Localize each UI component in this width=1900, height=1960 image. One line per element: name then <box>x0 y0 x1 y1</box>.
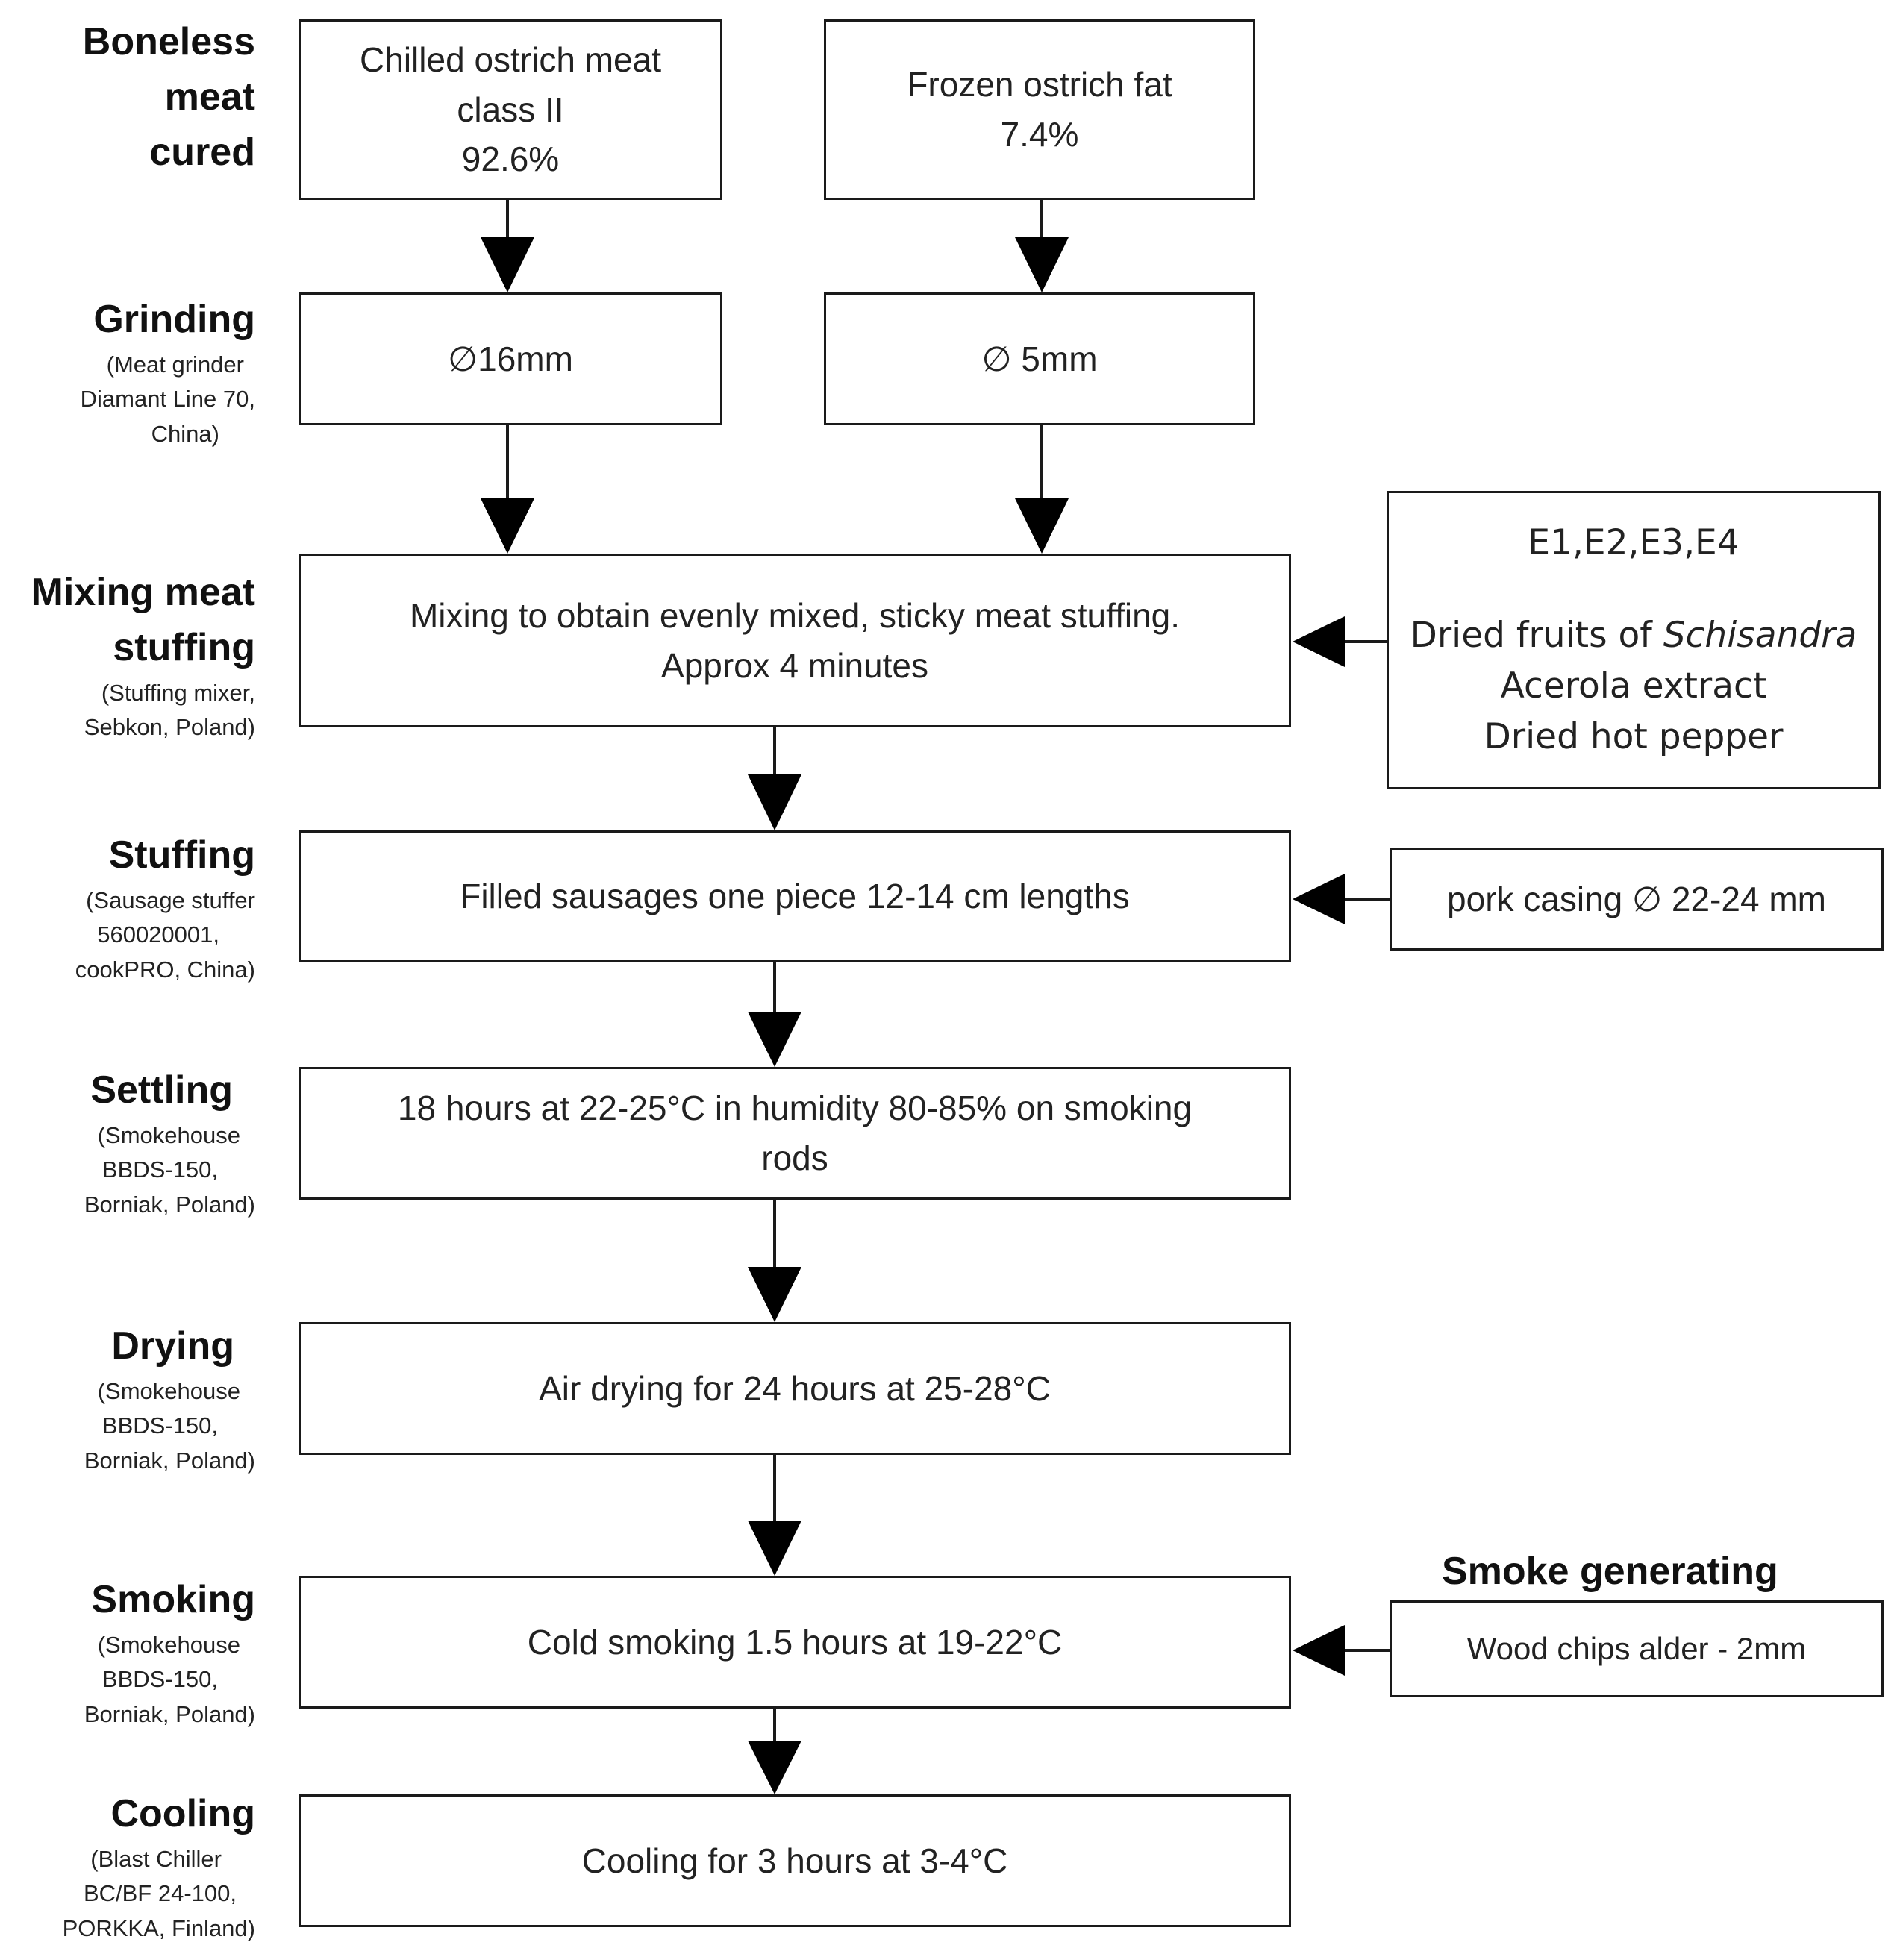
box-text: ∅ 5mm <box>981 339 1098 378</box>
additive-codes: E1,E2,E3,E4 <box>1528 522 1740 563</box>
box-text: 92.6% <box>461 140 560 179</box>
box-text: Wood chips alder - 2mm <box>1466 1630 1807 1666</box>
step-title: Smoking <box>91 1578 255 1621</box>
box-text: ∅16mm <box>448 339 573 378</box>
box-stuffing: Filled sausages one piece 12-14 cm lengt… <box>299 830 1291 962</box>
step-equipment: (Sausage stuffer <box>86 886 255 913</box>
box-grind-meat-16mm: ∅16mm <box>299 292 722 425</box>
arrowhead-down <box>1015 498 1069 554</box>
box-cooling: Cooling for 3 hours at 3-4°C <box>299 1794 1291 1927</box>
step-equipment: (Stuffing mixer, <box>101 679 255 706</box>
step-label-smoking: Smoking (Smokehouse BBDS-150, Borniak, P… <box>22 1573 255 1732</box>
arrowhead-down <box>748 1267 801 1322</box>
box-text: rods <box>761 1139 828 1177</box>
step-title: Drying <box>111 1324 234 1368</box>
step-title: Stuffing <box>108 833 255 877</box>
smoke-generating-heading: Smoke generating <box>1442 1550 1778 1593</box>
box-text: Approx 4 minutes <box>661 645 928 685</box>
additive-acerola: Acerola extract <box>1500 666 1767 707</box>
step-equipment: (Smokehouse <box>97 1377 240 1404</box>
box-frozen-ostrich-fat: Frozen ostrich fat 7.4% <box>824 19 1255 200</box>
additive-schisandra: Dried fruits of Schisandra <box>1410 610 1857 661</box>
box-text: 7.4% <box>1000 115 1079 154</box>
step-equipment: (Blast Chiller <box>90 1845 222 1872</box>
box-smoking: Cold smoking 1.5 hours at 19-22°C <box>299 1576 1291 1709</box>
step-label-drying: Drying (Smokehouse BBDS-150, Borniak, Po… <box>22 1319 255 1478</box>
step-equipment: Borniak, Poland) <box>84 1447 255 1474</box>
step-title: Boneless <box>82 20 255 63</box>
arrowhead-down <box>748 1012 801 1067</box>
box-drying: Air drying for 24 hours at 25-28°C <box>299 1322 1291 1455</box>
step-equipment: cookPRO, China) <box>75 956 255 983</box>
species-name: Schisandra <box>1663 614 1857 656</box>
box-text: Cooling for 3 hours at 3-4°C <box>581 1841 1008 1880</box>
box-wood-chips: Wood chips alder - 2mm <box>1390 1600 1884 1697</box>
box-text: Chilled ostrich meat <box>360 40 661 79</box>
step-equipment: Borniak, Poland) <box>84 1700 255 1727</box>
arrowhead-left <box>1293 616 1345 667</box>
box-text: Cold smoking 1.5 hours at 19-22°C <box>527 1622 1063 1662</box>
arrowhead-down <box>748 774 801 830</box>
step-equipment: BC/BF 24-100, <box>83 1880 237 1907</box>
step-equipment: (Smokehouse <box>97 1631 240 1658</box>
step-title: Mixing meat <box>31 571 256 614</box>
step-equipment: Sebkon, Poland) <box>84 714 255 741</box>
box-chilled-ostrich-meat: Chilled ostrich meat class II 92.6% <box>299 19 722 200</box>
box-mixing: Mixing to obtain evenly mixed, sticky me… <box>299 554 1291 727</box>
step-title: meat <box>164 75 255 119</box>
box-text: Frozen ostrich fat <box>907 65 1172 104</box>
step-title: stuffing <box>113 625 255 669</box>
arrowhead-down <box>748 1741 801 1794</box>
step-equipment: BBDS-150, <box>101 1156 218 1183</box>
step-equipment: BBDS-150, <box>101 1666 218 1693</box>
step-equipment: Borniak, Poland) <box>84 1191 255 1218</box>
arrowhead-left <box>1293 874 1345 924</box>
step-equipment: PORKKA, Finland) <box>62 1914 255 1941</box>
step-title: cured <box>149 130 255 174</box>
additive-pepper: Dried hot pepper <box>1484 716 1784 758</box>
step-label-mixing: Mixing meat stuffing (Stuffing mixer, Se… <box>7 566 256 745</box>
box-grind-fat-5mm: ∅ 5mm <box>824 292 1255 425</box>
step-equipment: (Smokehouse <box>97 1121 240 1148</box>
box-text: Dried fruits of <box>1410 614 1663 656</box>
arrowhead-down <box>481 498 534 554</box>
box-additives: E1,E2,E3,E4 Dried fruits of Schisandra A… <box>1387 491 1881 789</box>
step-label-settling: Settling (Smokehouse BBDS-150, Borniak, … <box>22 1063 255 1222</box>
box-pork-casing: pork casing ∅ 22-24 mm <box>1390 848 1884 951</box>
arrowhead-left <box>1293 1625 1345 1676</box>
box-text: Air drying for 24 hours at 25-28°C <box>539 1368 1051 1408</box>
step-label-grinding: Grinding (Meat grinder Diamant Line 70, … <box>22 292 255 451</box>
step-title: Settling <box>90 1068 233 1112</box>
arrowhead-down <box>748 1521 801 1576</box>
box-text: 18 hours at 22-25°C in humidity 80-85% o… <box>397 1089 1193 1128</box>
arrowhead-down <box>481 237 534 292</box>
step-equipment: China) <box>151 420 219 447</box>
step-label-stuffing: Stuffing (Sausage stuffer 560020001, coo… <box>22 828 255 987</box>
box-text: pork casing ∅ 22-24 mm <box>1447 879 1826 918</box>
step-equipment: BBDS-150, <box>101 1412 218 1439</box>
box-settling: 18 hours at 22-25°C in humidity 80-85% o… <box>299 1067 1291 1200</box>
box-text: Filled sausages one piece 12-14 cm lengt… <box>460 877 1130 916</box>
box-text: Mixing to obtain evenly mixed, sticky me… <box>409 595 1181 635</box>
step-title: Grinding <box>93 298 255 341</box>
step-equipment: 560020001, <box>97 921 219 948</box>
arrowhead-down <box>1015 237 1069 292</box>
step-label-cooling: Cooling (Blast Chiller BC/BF 24-100, POR… <box>22 1787 255 1946</box>
step-label-boneless: Boneless meat cured <box>22 15 255 180</box>
step-equipment: (Meat grinder <box>106 351 244 378</box>
step-equipment: Diamant Line 70, <box>80 386 255 413</box>
box-text: class II <box>457 90 564 129</box>
step-title: Cooling <box>110 1792 255 1835</box>
